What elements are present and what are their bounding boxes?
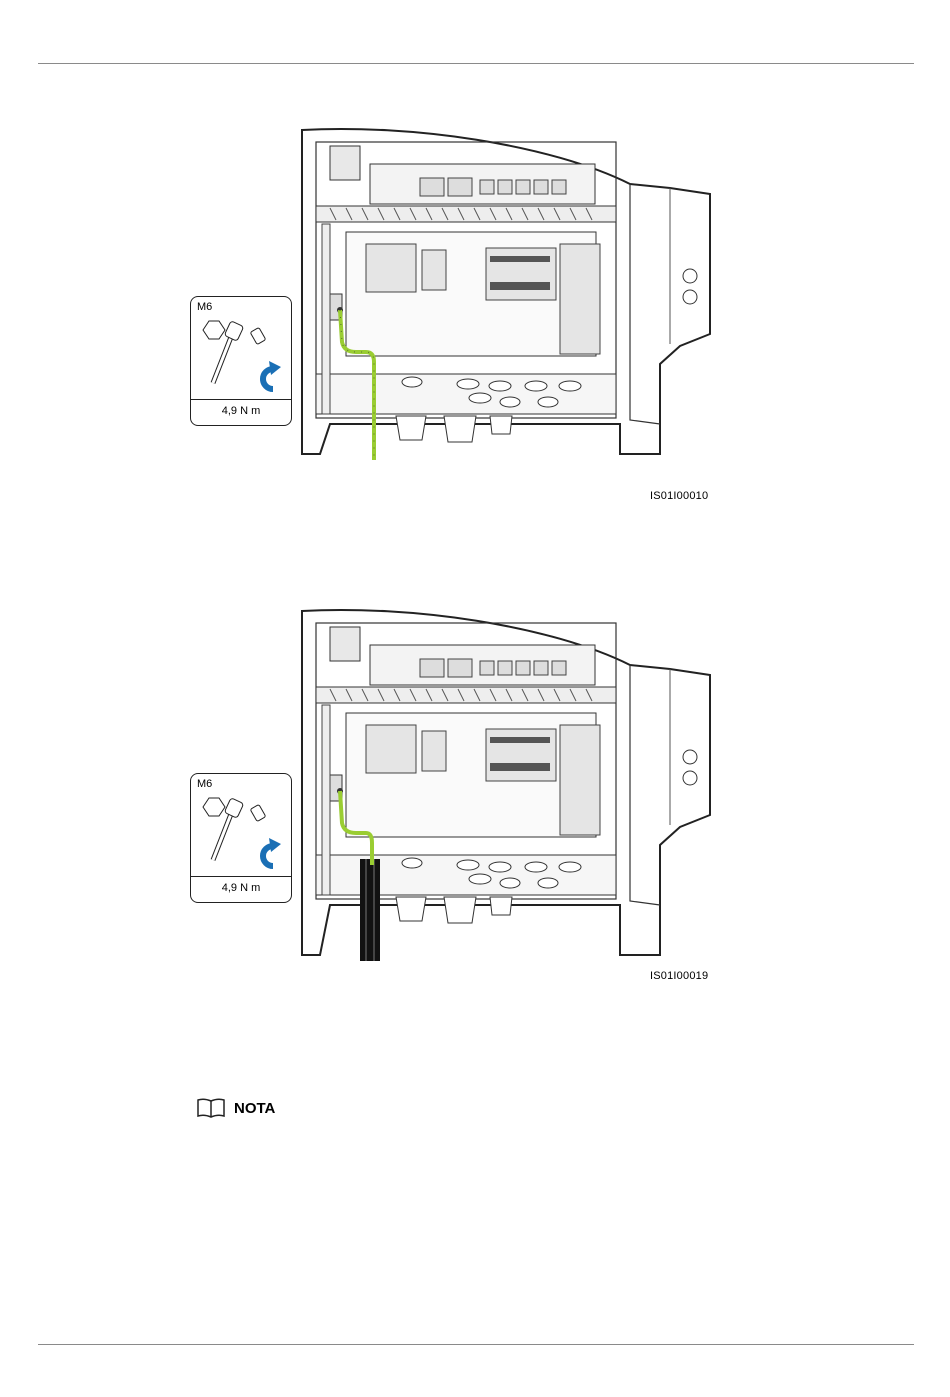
book-icon (196, 1097, 226, 1119)
torque-wrench-icon (191, 297, 291, 397)
hexagon-icon (203, 798, 225, 816)
figure-id-label: IS01I00019 (650, 970, 708, 982)
note-heading: NOTA (196, 1097, 275, 1119)
hexagon-icon (203, 321, 225, 339)
figure-ground-and-power-cable: M6 4,9 N m (190, 605, 720, 961)
torque-tool-panel: M6 4,9 N m (190, 773, 292, 903)
clockwise-arrow-icon (263, 361, 281, 389)
note-label: NOTA (234, 1100, 275, 1117)
figure-id-label: IS01I00010 (650, 490, 708, 502)
torque-value-label: 4,9 N m (191, 882, 291, 894)
header-rule (38, 63, 914, 64)
clockwise-arrow-icon (263, 838, 281, 866)
figure-ground-cable: M6 4,9 N m (190, 124, 720, 460)
footer-rule (38, 1344, 914, 1345)
torque-tool-panel: M6 4,9 N m (190, 296, 292, 426)
torque-value-label: 4,9 N m (191, 405, 291, 417)
torque-wrench-icon (191, 774, 291, 874)
